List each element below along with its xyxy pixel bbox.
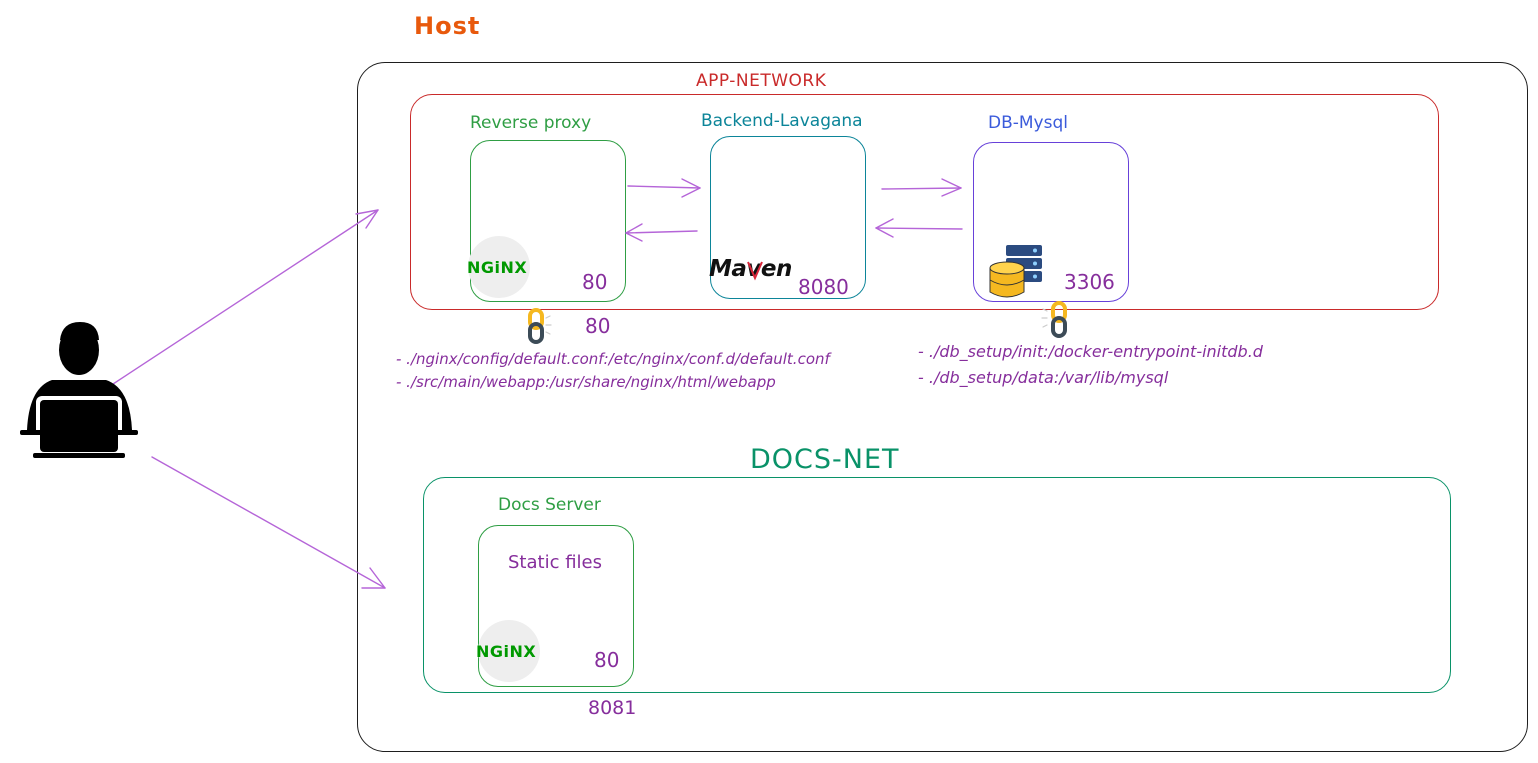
backend-label: Backend-Lavagana — [701, 111, 863, 131]
reverse-proxy-label: Reverse proxy — [470, 113, 592, 133]
nginx-volume-config: - ./nginx/config/default.conf:/etc/nginx… — [396, 350, 830, 368]
arrowhead — [361, 567, 386, 589]
arrow-backend-to-proxy — [625, 230, 698, 234]
reverse-proxy-box — [470, 140, 626, 302]
nginx-logo-background — [478, 620, 540, 682]
db-volume-data: - ./db_setup/data:/var/lib/mysql — [918, 368, 1169, 387]
arrowhead — [625, 223, 643, 242]
db-box — [973, 142, 1129, 302]
db-port: 3306 — [1064, 270, 1115, 294]
arrow-backend-to-db — [881, 187, 962, 190]
link-icon — [528, 308, 552, 344]
static-files-label: Static files — [508, 552, 602, 573]
arrow-user-to-docs — [151, 456, 386, 589]
db-label: DB-Mysql — [988, 113, 1068, 133]
nginx-volume-webapp: - ./src/main/webapp:/usr/share/nginx/htm… — [396, 373, 776, 391]
link-icon — [1041, 301, 1067, 338]
arrow-user-to-app — [109, 209, 379, 387]
docs-net-label: DOCS-NET — [750, 444, 900, 475]
docs-server-published-port: 8081 — [588, 697, 637, 719]
arrowhead — [875, 218, 894, 238]
docs-server-label: Docs Server — [498, 495, 601, 515]
arrowhead — [681, 178, 701, 198]
backend-box — [710, 136, 866, 299]
host-box — [357, 62, 1528, 752]
arrow-proxy-to-backend — [627, 185, 701, 189]
backend-port: 8080 — [798, 275, 849, 299]
docs-server-box — [478, 525, 634, 687]
arrow-db-to-backend — [875, 227, 963, 230]
host-label: Host — [414, 12, 481, 40]
proxy-published-port: 80 — [585, 314, 611, 338]
nginx-logo-background — [468, 236, 530, 298]
arrowhead — [941, 178, 962, 197]
nginx-logo: NGiNX — [467, 258, 528, 277]
docs-server-port: 80 — [594, 648, 620, 672]
db-volume-init: - ./db_setup/init:/docker-entrypoint-ini… — [918, 342, 1263, 361]
database-server-icon — [989, 245, 1042, 298]
user-laptop-icon — [20, 322, 138, 458]
arrowhead — [355, 209, 379, 229]
docs-net-box — [423, 477, 1451, 693]
app-network-label: APP-NETWORK — [696, 71, 827, 91]
app-network-box — [410, 94, 1439, 310]
nginx-logo: NGiNX — [476, 642, 537, 661]
proxy-port: 80 — [582, 270, 608, 294]
maven-v-accent — [747, 261, 763, 281]
